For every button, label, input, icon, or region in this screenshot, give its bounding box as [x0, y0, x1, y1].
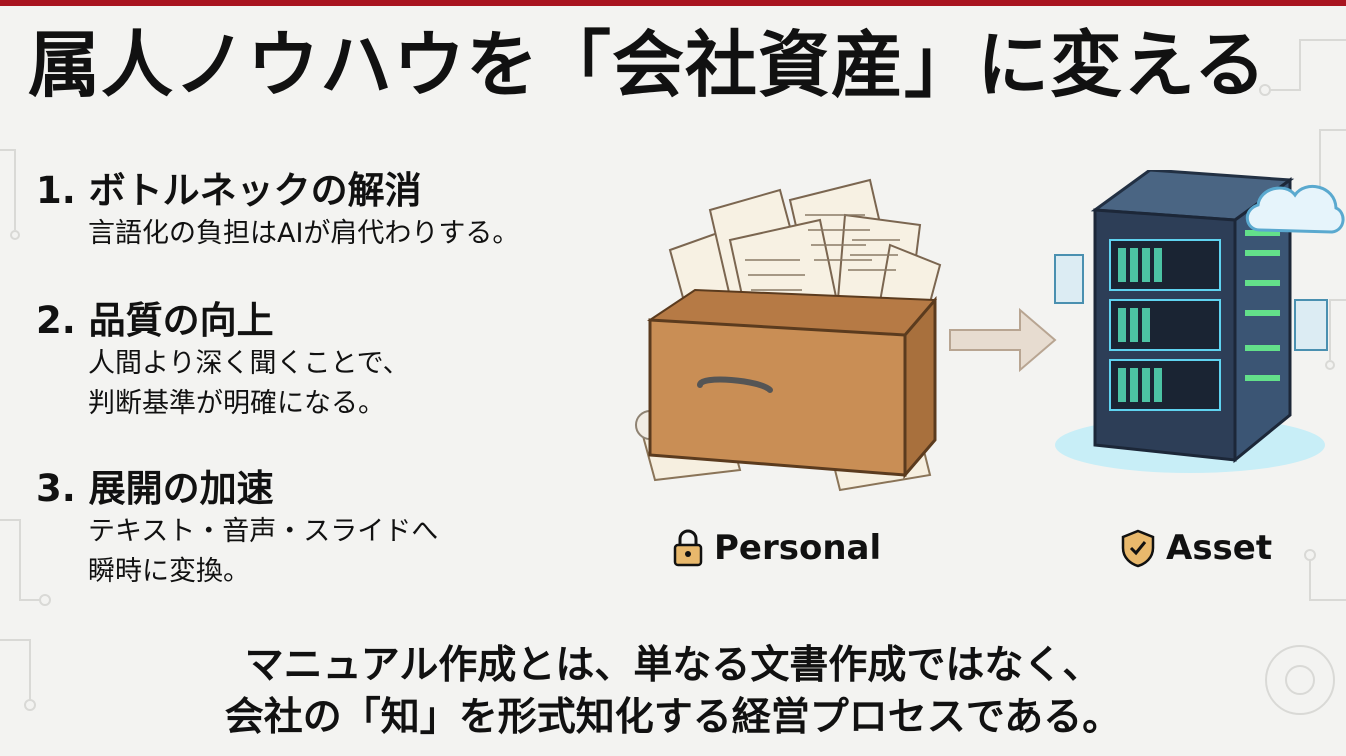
conclusion: マニュアル作成とは、単なる文書作成ではなく、 会社の「知」を形式知化する経営プロ… — [0, 640, 1346, 744]
point-2-line-1: 人間より深く聞くことで、 — [88, 348, 410, 379]
drawer-box — [646, 288, 938, 480]
personal-label: Personal — [672, 528, 881, 568]
point-3-heading: 3. 展開の加速 — [36, 467, 274, 510]
paper-scribbles — [745, 214, 900, 306]
asset-label: Asset — [1120, 528, 1272, 568]
personal-label-text: Personal — [714, 528, 882, 568]
illustration — [635, 170, 1345, 492]
point-1-heading: 1. ボトルネックの解消 — [36, 169, 422, 212]
page-title: 属人ノウハウを「会社資産」に変える — [28, 23, 1267, 107]
asset-label-text: Asset — [1166, 528, 1273, 568]
server-icon — [1090, 170, 1295, 464]
point-2-heading: 2. 品質の向上 — [36, 299, 274, 342]
point-3-line-2: 瞬時に変換。 — [88, 556, 250, 587]
point-2-line-2: 判断基準が明確になる。 — [88, 388, 385, 419]
top-accent-bar — [0, 0, 1346, 6]
lock-icon — [673, 529, 703, 567]
arrow-right-icon — [949, 307, 1057, 373]
point-3-line-1: テキスト・音声・スライドへ — [88, 516, 439, 547]
point-3: 3. 展開の加速 テキスト・音声・スライドへ 瞬時に変換。 — [36, 466, 636, 592]
conclusion-line-1: マニュアル作成とは、単なる文書作成ではなく、 — [244, 643, 1102, 688]
point-1: 1. ボトルネックの解消 言語化の負担はAIが肩代わりする。 — [36, 168, 636, 254]
cloud-icon — [1245, 185, 1345, 234]
point-2: 2. 品質の向上 人間より深く聞くことで、 判断基準が明確になる。 — [36, 298, 636, 424]
shield-check-icon — [1121, 529, 1155, 568]
conclusion-line-2: 会社の「知」を形式知化する経営プロセスである。 — [224, 695, 1122, 740]
point-1-line-1: 言語化の負担はAIが肩代わりする。 — [88, 218, 520, 249]
floating-panels — [1054, 254, 1328, 351]
